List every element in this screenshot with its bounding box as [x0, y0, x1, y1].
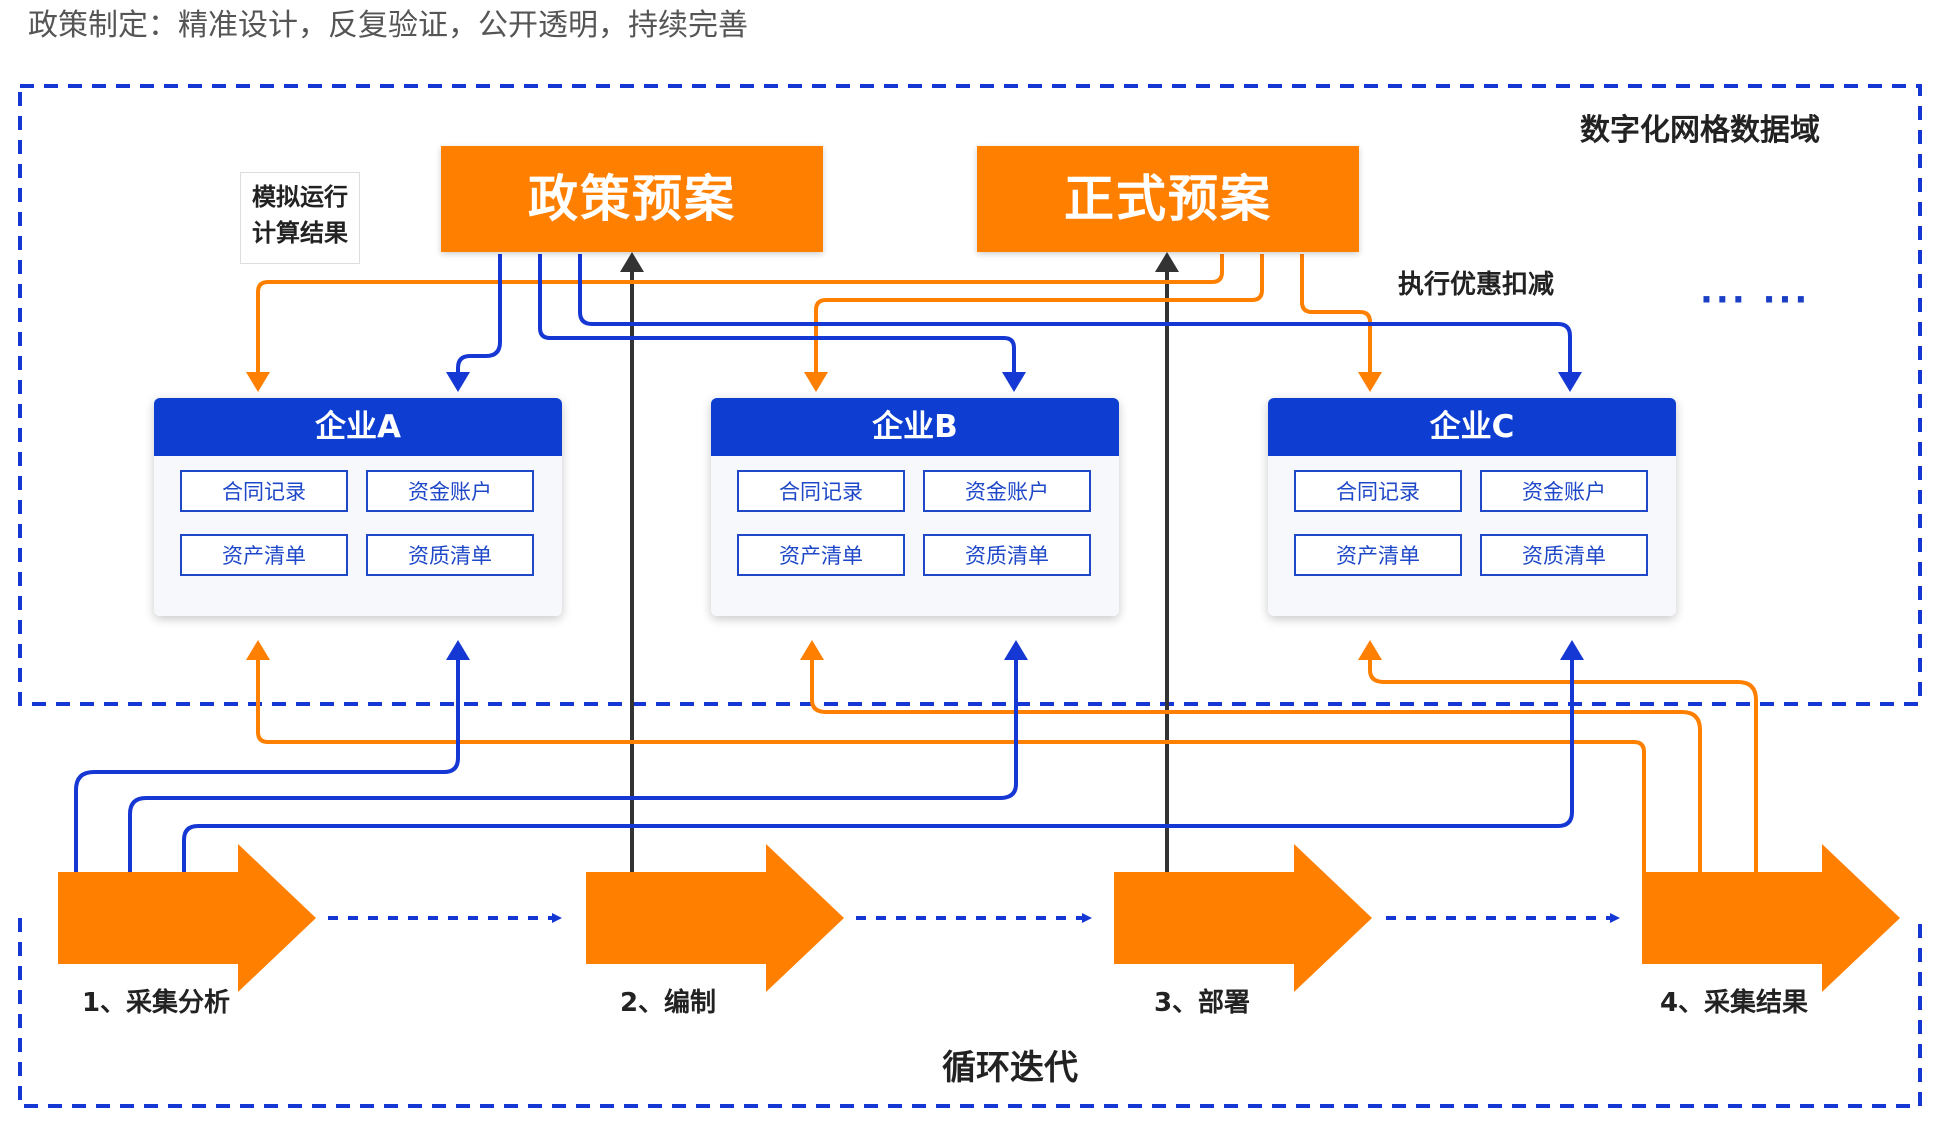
record-qualification-list[interactable]: 资质清单 — [1480, 534, 1648, 576]
step-label-2: 2、编制 — [619, 988, 717, 1018]
company-records: 合同记录 资金账户 资产清单 资质清单 — [1268, 456, 1676, 616]
record-asset-list[interactable]: 资产清单 — [737, 534, 905, 576]
company-card-c[interactable]: 企业C 合同记录 资金账户 资产清单 资质清单 — [1268, 398, 1676, 616]
step-arrow-2 — [586, 844, 844, 992]
cycle-iteration-label: 循环迭代 — [942, 1048, 1078, 1088]
company-records: 合同记录 资金账户 资产清单 资质清单 — [154, 456, 562, 616]
page-title: 政策制定：精准设计，反复验证，公开透明，持续完善 — [28, 8, 748, 43]
blue-connectors — [74, 254, 1574, 872]
record-fund-account[interactable]: 资金账户 — [1480, 470, 1648, 512]
step-arrows — [58, 844, 1900, 992]
record-contract[interactable]: 合同记录 — [1294, 470, 1462, 512]
record-fund-account[interactable]: 资金账户 — [366, 470, 534, 512]
more-companies-ellipsis: ··· ··· — [1700, 280, 1811, 320]
step-label-1: 1、采集分析 — [81, 988, 231, 1018]
orange-arrowheads — [246, 372, 1382, 660]
simulation-note: 模拟运行 计算结果 — [240, 172, 360, 264]
blue-arrowheads — [446, 372, 1584, 660]
company-card-b[interactable]: 企业B 合同记录 资金账户 资产清单 资质清单 — [711, 398, 1119, 616]
orange-connectors — [256, 254, 1758, 872]
formal-plan-box[interactable]: 正式预案 — [977, 146, 1359, 252]
simulation-note-line2: 计算结果 — [252, 219, 348, 247]
step-arrow-1 — [58, 844, 316, 992]
execute-deduction-label: 执行优惠扣减 — [1398, 270, 1555, 300]
data-domain-boundary — [18, 84, 1922, 706]
step-arrow-3 — [1114, 844, 1372, 992]
company-card-a[interactable]: 企业A 合同记录 资金账户 资产清单 资质清单 — [154, 398, 562, 616]
dark-arrowheads — [620, 252, 1179, 272]
record-contract[interactable]: 合同记录 — [180, 470, 348, 512]
record-qualification-list[interactable]: 资质清单 — [366, 534, 534, 576]
data-domain-label: 数字化网格数据域 — [1580, 113, 1820, 148]
draft-plan-box[interactable]: 政策预案 — [441, 146, 823, 252]
step-label-4: 4、采集结果 — [1659, 988, 1809, 1018]
company-records: 合同记录 资金账户 资产清单 资质清单 — [711, 456, 1119, 616]
simulation-note-line1: 模拟运行 — [252, 183, 348, 211]
record-fund-account[interactable]: 资金账户 — [923, 470, 1091, 512]
company-name: 企业A — [154, 398, 562, 456]
record-asset-list[interactable]: 资产清单 — [1294, 534, 1462, 576]
dark-connectors — [630, 268, 1169, 872]
step-arrow-4 — [1642, 844, 1900, 992]
record-contract[interactable]: 合同记录 — [737, 470, 905, 512]
record-qualification-list[interactable]: 资质清单 — [923, 534, 1091, 576]
company-name: 企业B — [711, 398, 1119, 456]
cycle-region-boundary — [18, 918, 1922, 1108]
step-label-3: 3、部署 — [1153, 988, 1251, 1018]
record-asset-list[interactable]: 资产清单 — [180, 534, 348, 576]
company-name: 企业C — [1268, 398, 1676, 456]
